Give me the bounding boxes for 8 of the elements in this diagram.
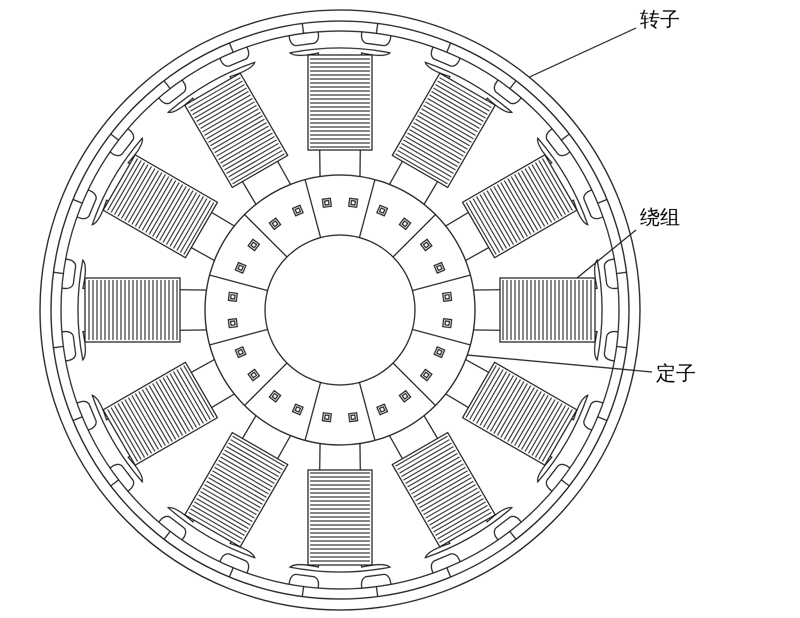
winding-coil (499, 277, 596, 343)
stator-core (204, 174, 476, 446)
part-label: 定子 (656, 361, 696, 385)
leader-line (466, 354, 652, 373)
part-label: 绕组 (640, 205, 680, 229)
leader-line (576, 230, 636, 278)
leader-line (529, 27, 636, 78)
part-label: 转子 (640, 7, 680, 31)
